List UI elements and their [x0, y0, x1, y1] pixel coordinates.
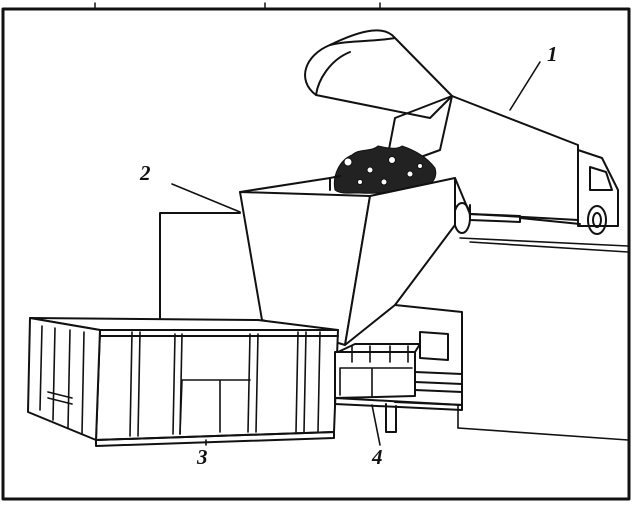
callout-label-truck: 1 [547, 42, 558, 66]
compactor-base [334, 397, 463, 411]
truck-tipper-body-rim [315, 51, 351, 96]
leader-line-4 [371, 404, 381, 446]
hopper-rim [239, 177, 331, 193]
compactor [334, 304, 463, 433]
compactor-chamber-cells [339, 345, 413, 397]
leader-line-1 [509, 61, 541, 111]
container-end-panels [39, 325, 85, 435]
container [27, 317, 339, 447]
callout-label-compactor: 4 [372, 445, 383, 469]
hopper-right-face [344, 177, 456, 346]
compactor-ram [414, 371, 463, 393]
truck-tipper-body-lid [329, 37, 396, 46]
truck-front-wheel-hub [592, 212, 602, 228]
hopper [239, 175, 456, 346]
truck-box [451, 95, 579, 221]
compactor-leg [385, 403, 397, 433]
container-end [27, 317, 101, 441]
frame-border [1, 7, 631, 501]
truck-front-wheel [587, 205, 607, 235]
debris-pile [333, 145, 437, 194]
truck-cab [577, 149, 619, 227]
container-base [95, 431, 335, 447]
truck-chassis [469, 213, 521, 223]
container-door-panel [179, 379, 251, 435]
truck [304, 29, 619, 235]
callout-label-hopper: 2 [140, 161, 151, 185]
leader-lines [171, 61, 541, 446]
hopper-back-rim [329, 175, 341, 179]
back-wall [159, 212, 241, 319]
container-ribs [129, 331, 321, 437]
truck-chassis-rear [519, 217, 581, 225]
truck-rear-wheel [453, 202, 471, 234]
compactor-inner-wall [419, 331, 449, 361]
leader-line-2 [171, 183, 241, 213]
compactor-chamber-top [337, 343, 421, 353]
ground-lines [457, 237, 629, 441]
truck-tipper-body [304, 29, 453, 119]
truck-cab-window [589, 166, 613, 191]
compactor-chamber [334, 351, 416, 399]
container-top-edge [99, 329, 339, 337]
callout-label-container: 3 [197, 445, 208, 469]
